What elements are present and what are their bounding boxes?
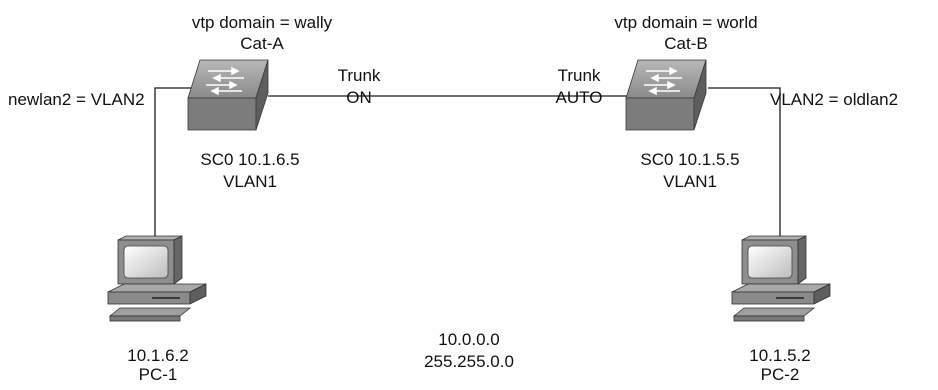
cat-a-trunk-label: Trunk (337, 66, 381, 85)
cat-b-sc0-address: SC0 10.1.5.5 (640, 150, 740, 169)
cat-b-name: Cat-B (664, 34, 708, 53)
pc1-pc-icon (107, 235, 207, 322)
cat-b-trunk-label: Trunk (557, 66, 601, 85)
cat-a-trunk-mode: ON (346, 88, 372, 107)
cat-a-name: Cat-A (240, 34, 284, 53)
cat-b-trunk-mode: AUTO (555, 88, 603, 107)
network-mask: 255.255.0.0 (424, 352, 514, 371)
cat-b-vtp-domain: vtp domain = world (614, 13, 758, 32)
pc2-pc-icon (731, 235, 831, 322)
cat-b-vlan: VLAN1 (663, 172, 717, 191)
cat-a-vlan: VLAN1 (223, 172, 277, 191)
network-address: 10.0.0.0 (438, 330, 500, 349)
pc1-name: PC-1 (138, 365, 178, 384)
cat-a-vlan-mapping: newlan2 = VLAN2 (8, 90, 145, 109)
cat-a-vtp-domain: vtp domain = wally (191, 13, 333, 32)
cat-b-vlan-mapping: VLAN2 = oldlan2 (770, 90, 899, 109)
pc1-ip: 10.1.6.2 (127, 346, 189, 365)
cat-b-switch-icon (625, 59, 707, 131)
cat-a-switch-icon (187, 59, 269, 131)
pc2-name: PC-2 (760, 365, 800, 384)
cat-a-sc0-address: SC0 10.1.6.5 (200, 150, 300, 169)
pc2-ip: 10.1.5.2 (749, 346, 811, 365)
